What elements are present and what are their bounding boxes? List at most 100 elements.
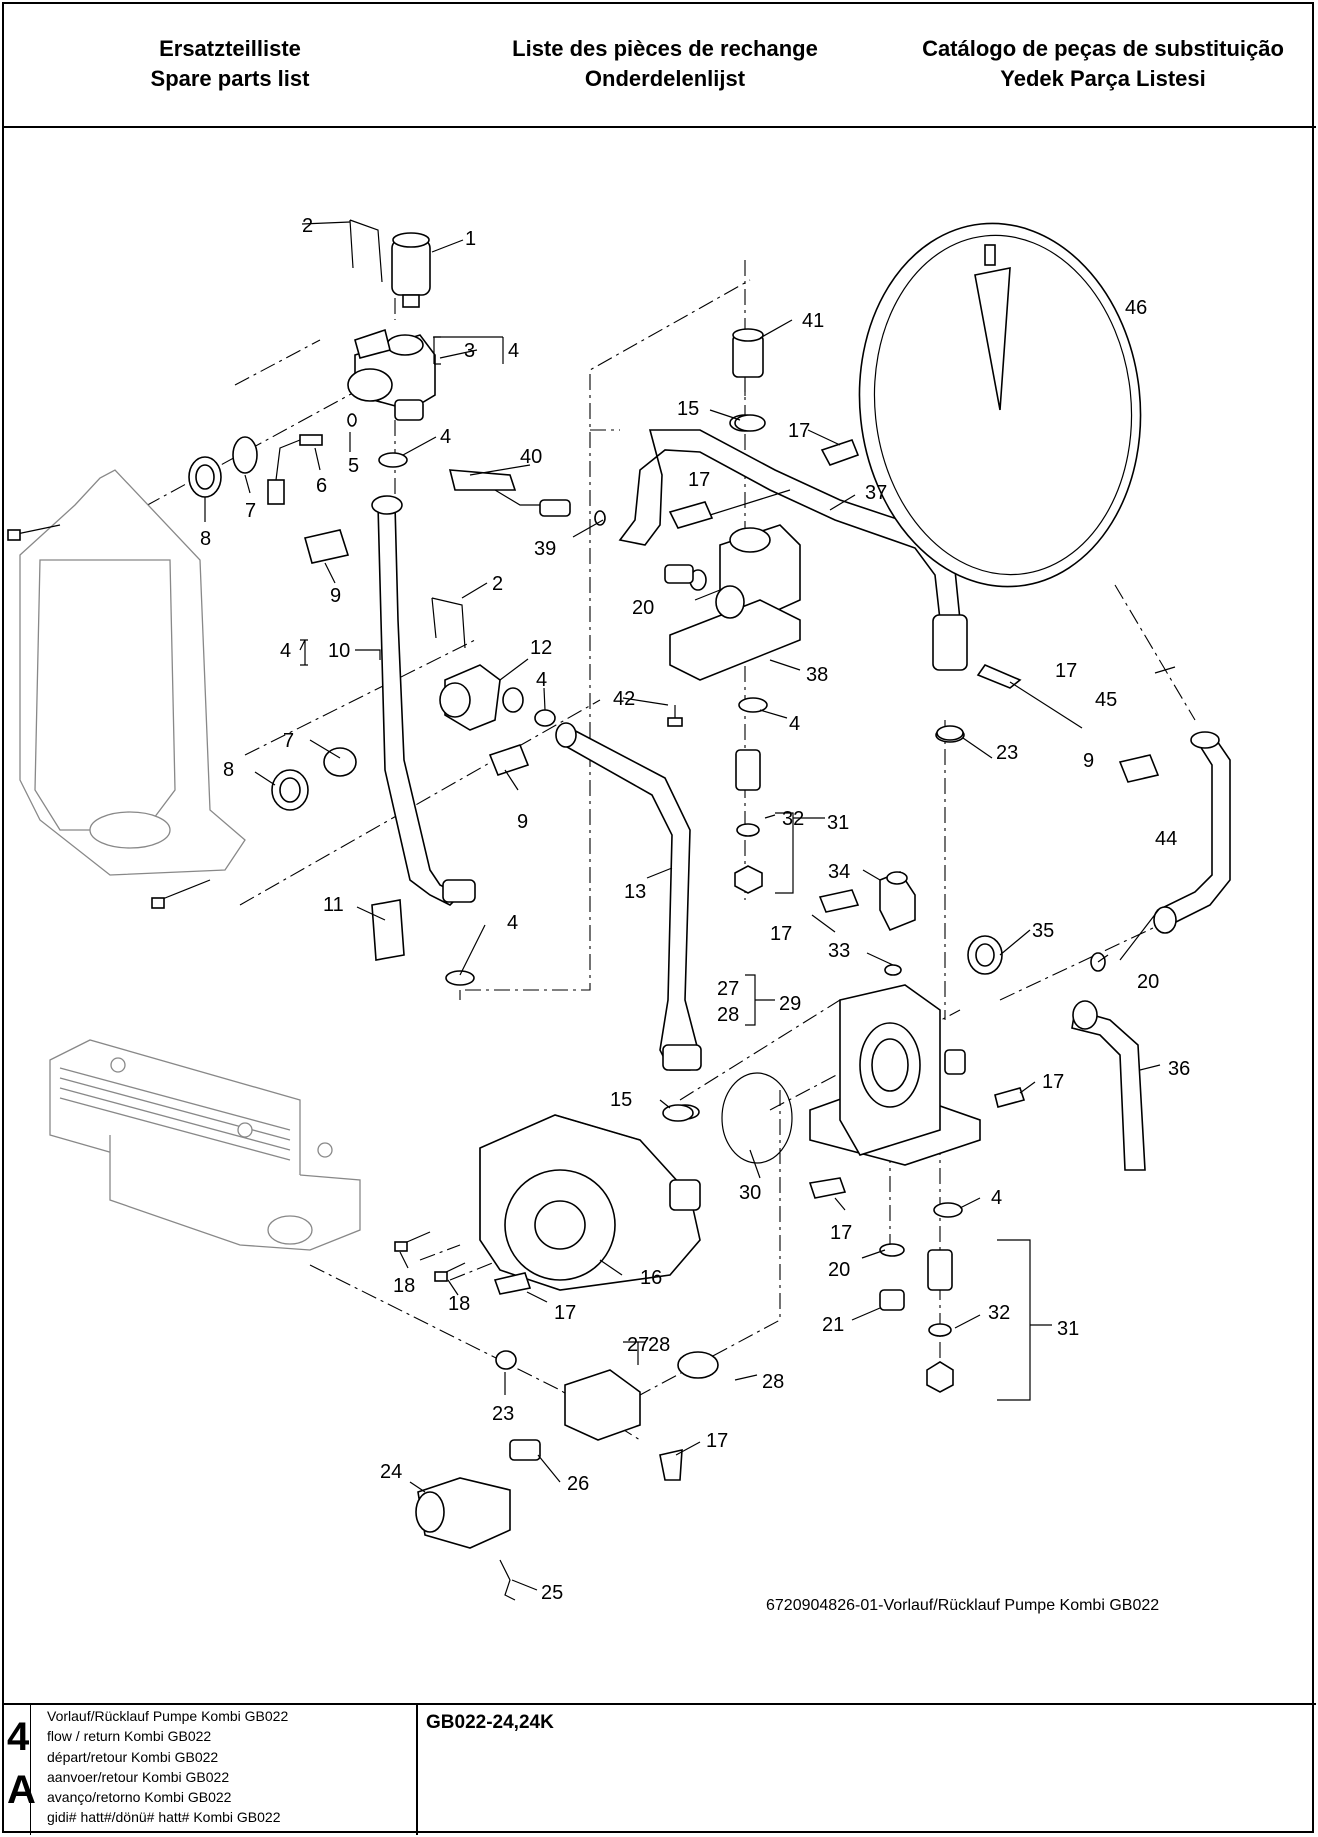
part-40-sensor <box>448 469 606 526</box>
callout-4: 4 <box>991 1187 1002 1209</box>
part-3-flow-fitting <box>347 328 436 421</box>
header-title-german: Ersatzteilliste <box>159 36 301 61</box>
axis-line <box>999 919 1171 1001</box>
section-letter: A <box>7 1768 36 1812</box>
callout-4: 4 <box>440 426 451 448</box>
part-29-pump-manifold <box>721 984 981 1166</box>
callout-33: 33 <box>828 940 850 962</box>
part-34-safety-valve <box>879 871 1003 976</box>
header-title-english: Spare parts list <box>150 66 310 91</box>
callout-17: 17 <box>1055 660 1077 682</box>
axis-line <box>419 1244 461 1261</box>
part-16-pump <box>479 1114 701 1291</box>
callout-27: 27 <box>627 1334 649 1356</box>
callout-34: 34 <box>828 861 850 883</box>
callout-17: 17 <box>788 420 810 442</box>
callout-40: 40 <box>520 446 542 468</box>
callout-9: 9 <box>330 585 341 607</box>
description-line: avanço/retorno Kombi GB022 <box>47 1789 232 1806</box>
header-column-pt-tr: Catálogo de peças de substituição Yedek … <box>893 34 1313 94</box>
axis-line <box>449 1259 501 1281</box>
callout-4: 4 <box>280 640 291 662</box>
description-line: gidi# hatt#/dönü# hatt# Kombi GB022 <box>47 1809 281 1826</box>
callout-28: 28 <box>762 1371 784 1393</box>
axis-line <box>119 369 396 521</box>
header-divider <box>2 126 1316 128</box>
plate-heat-exchanger-ghost <box>49 1039 361 1251</box>
part-36-drain-pipe <box>1071 1000 1146 1171</box>
callout-18: 18 <box>448 1293 470 1315</box>
callout-5: 5 <box>348 455 359 477</box>
callout-20: 20 <box>632 597 654 619</box>
callout-9: 9 <box>517 811 528 833</box>
header-title-french: Liste des pièces de rechange <box>512 36 818 61</box>
part-11-clip <box>371 899 405 961</box>
callout-7: 7 <box>245 500 256 522</box>
callout-17: 17 <box>554 1302 576 1324</box>
header-column-fr-nl: Liste des pièces de rechange Onderdelenl… <box>455 34 875 94</box>
footer-divider <box>30 1705 31 1835</box>
axis-line <box>679 999 841 1101</box>
part-31-32-nipple-set <box>734 749 954 1393</box>
callout-32: 32 <box>988 1302 1010 1324</box>
part-23-o-rings <box>495 725 964 1370</box>
callout-17: 17 <box>688 469 710 491</box>
callout-11: 11 <box>323 894 344 916</box>
section-descriptions: Vorlauf/Rücklauf Pumpe Kombi GB022 flow … <box>47 1706 288 1828</box>
heat-exchanger-ghost <box>7 469 246 909</box>
callout-4: 4 <box>508 340 519 362</box>
part-6-temperature-sensor <box>267 413 357 505</box>
callout-31: 31 <box>1057 1318 1079 1340</box>
callout-1: 1 <box>465 228 476 250</box>
callout-23: 23 <box>996 742 1018 764</box>
part-37-expansion-pipe <box>618 429 968 671</box>
part-13-return-pipe <box>555 722 702 1071</box>
part-44-expansion-return-pipe <box>1153 666 1231 934</box>
callout-35: 35 <box>1032 920 1054 942</box>
callout-15: 15 <box>610 1089 632 1111</box>
model-number: GB022-24,24K <box>426 1712 554 1733</box>
callout-2: 2 <box>302 215 313 237</box>
callout-4: 4 <box>536 669 547 691</box>
callout-23: 23 <box>492 1403 514 1425</box>
callout-6: 6 <box>316 475 327 497</box>
callout-3: 3 <box>464 340 475 362</box>
callout-21: 21 <box>822 1314 844 1336</box>
part-1-auto-air-vent <box>391 232 431 308</box>
diagram-caption: 6720904826-01-Vorlauf/Rücklauf Pumpe Kom… <box>766 1597 1160 1614</box>
callout-4: 4 <box>507 912 518 934</box>
callout-15: 15 <box>677 398 699 420</box>
section-number: 4 <box>7 1715 30 1759</box>
part-46-expansion-vessel <box>858 222 1142 588</box>
callout-38: 38 <box>806 664 828 686</box>
callout-10: 10 <box>328 640 350 662</box>
header-title-turkish: Yedek Parça Listesi <box>1000 66 1206 91</box>
callout-36: 36 <box>1168 1058 1190 1080</box>
description-line: Vorlauf/Rücklauf Pumpe Kombi GB022 <box>47 1708 289 1724</box>
header-column-de-en: Ersatzteilliste Spare parts list <box>20 34 440 94</box>
callout-16: 16 <box>640 1267 662 1289</box>
part-15-o-rings <box>662 414 766 1122</box>
leader-lines <box>204 221 1161 1591</box>
part-12-return-elbow <box>439 664 524 731</box>
axis-line <box>234 339 321 386</box>
part-7-8-seals <box>188 436 357 811</box>
callout-8: 8 <box>223 759 234 781</box>
part-17-clips <box>493 439 1026 1481</box>
footer-divider <box>2 1703 1316 1705</box>
callout-20: 20 <box>1137 971 1159 993</box>
axis-line <box>465 279 751 991</box>
part-41-nipple <box>732 328 764 378</box>
callout-18: 18 <box>393 1275 415 1297</box>
callout-13: 13 <box>624 881 646 903</box>
callout-39: 39 <box>534 538 556 560</box>
callout-41: 41 <box>802 310 824 332</box>
callout-7: 7 <box>283 730 294 752</box>
part-38-valve-block <box>664 524 801 681</box>
callout-17: 17 <box>830 1222 852 1244</box>
exploded-view-diagram: 1 2 2 3 4 4 4 4 4 4 4 5 6 7 7 8 8 9 9 9 … <box>7 215 1231 1604</box>
header-title-portuguese: Catálogo de peças de substituição <box>922 36 1284 61</box>
callout-17: 17 <box>770 923 792 945</box>
